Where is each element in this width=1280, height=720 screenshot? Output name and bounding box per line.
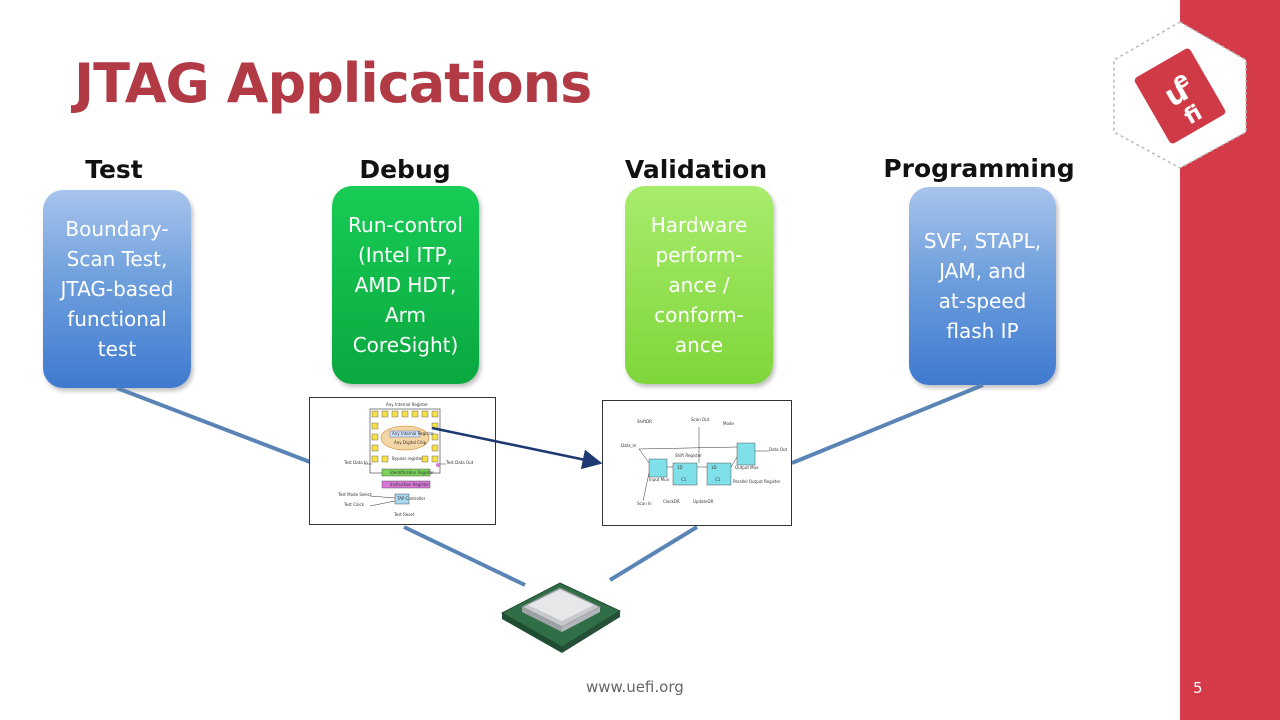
bs-label-bypass: Bypass register (392, 456, 423, 461)
connector-debug-chip (403, 525, 526, 587)
heading-programming: Programming (883, 154, 1075, 183)
sc-label-1d-b: 1D (711, 465, 717, 470)
cpu-chip-icon (500, 582, 622, 653)
card-validation: Hardware perform- ance / conform- ance (625, 186, 773, 384)
page-number: 5 (1193, 679, 1203, 697)
bs-label-tdi: Test Data In (343, 460, 368, 465)
heading-test: Test (85, 155, 143, 184)
bs-label-chip: Any Digital Chip (394, 440, 427, 445)
bs-label-title: Any Internal Register (386, 402, 428, 407)
heading-validation: Validation (624, 155, 768, 184)
card-programming-text: SVF, STAPL, JAM, and at-speed flash IP (923, 229, 1042, 343)
sc-label-clockdr: ClockDR (663, 499, 680, 504)
sc-label-datain: Data_In (621, 443, 637, 448)
bs-label-tck: Test Clock (343, 502, 365, 507)
sc-label-dataout: Data Out (769, 447, 788, 452)
sc-label-scanout: Scan Out (691, 417, 710, 422)
bs-label-ir: Instruction Register (390, 482, 430, 487)
footer-url: www.uefi.org (586, 678, 684, 696)
heading-debug: Debug (359, 155, 451, 184)
bs-label-internal: Any Internal Register (392, 431, 434, 436)
sc-label-scanin: Scan In (637, 501, 652, 506)
sc-label-outputmux: Output Mux (735, 465, 759, 470)
sc-label-inputmux: Input Mux (649, 477, 670, 482)
sc-label-mode: Mode (723, 421, 734, 426)
sc-label-shiftreg: Shift Register (675, 453, 702, 458)
sc-label-parout: Parallel Output Register (733, 479, 781, 484)
connector-programming (791, 383, 984, 465)
boundary-scan-diagram: Any Internal Register Any Internal Regis… (309, 397, 496, 525)
scan-cell-diagram: ShiftDR Scan Out Mode Data_In Input Mux … (602, 400, 792, 526)
sc-label-c1-a: C1 (681, 477, 687, 482)
card-debug-text: Run-control (Intel ITP, AMD HDT, Arm Cor… (348, 213, 463, 357)
connector-validation-chip (608, 525, 699, 582)
card-debug: Run-control (Intel ITP, AMD HDT, Arm Cor… (332, 186, 479, 384)
card-programming: SVF, STAPL, JAM, and at-speed flash IP (909, 187, 1056, 385)
sc-label-1d-a: 1D (677, 465, 683, 470)
uefi-logo-icon: u e fi (1113, 21, 1247, 169)
bs-label-tdo: Test Data Out (445, 460, 474, 465)
card-test: Boundary- Scan Test, JTAG-based function… (43, 190, 191, 388)
sc-label-updatedr: UpdateDR (693, 499, 714, 504)
sc-label-c1-b: C1 (715, 477, 721, 482)
bs-label-tap: TAP Controller (396, 496, 426, 501)
bs-label-tms: Test Mode Select (337, 492, 372, 497)
sc-label-shiftdr: ShiftDR (637, 419, 652, 424)
card-test-text: Boundary- Scan Test, JTAG-based function… (60, 217, 174, 361)
bs-label-trst: Test Reset (393, 512, 415, 517)
slide-title: JTAG Applications (74, 52, 592, 115)
bs-label-id: Identification Register (390, 470, 434, 475)
connector-test (116, 386, 311, 464)
card-validation-text: Hardware perform- ance / conform- ance (650, 213, 748, 357)
